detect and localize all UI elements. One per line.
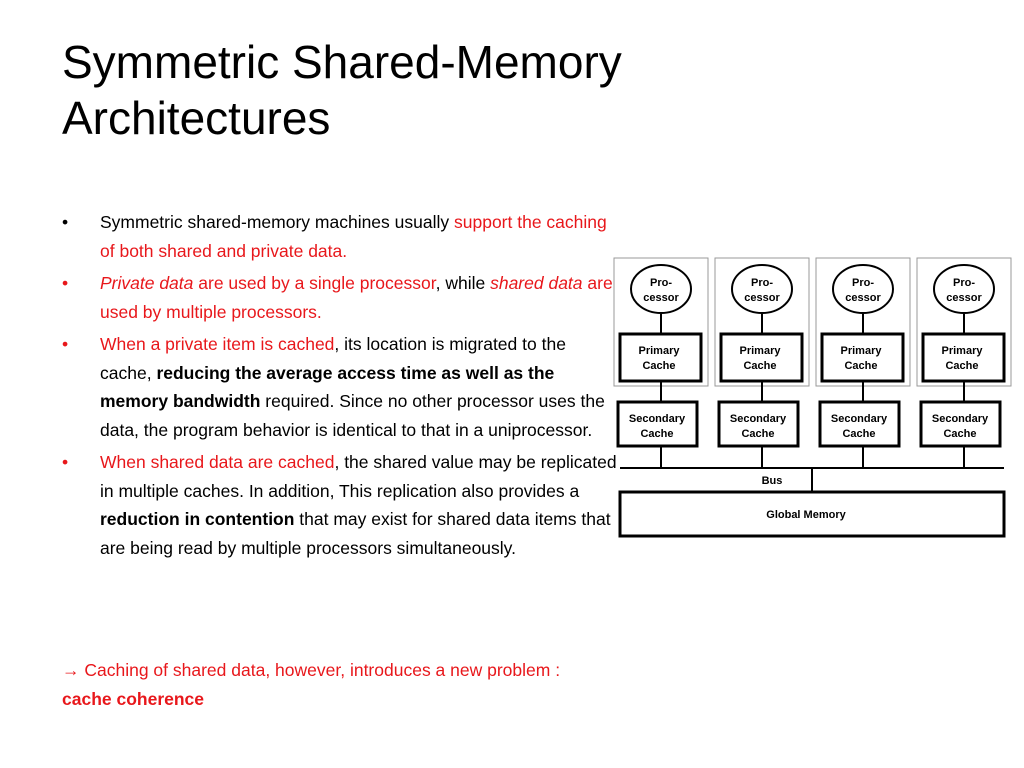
bullet-text: , while (435, 273, 491, 293)
bullet-list: • Symmetric shared-memory machines usual… (62, 208, 622, 566)
conclusion-highlight: cache coherence (62, 688, 205, 709)
title-line-1: Symmetric Shared-Memory (62, 36, 622, 88)
primary-cache-box (820, 332, 905, 383)
primary-cache-label: Primary (740, 345, 782, 357)
bullet-highlight: Private data (100, 273, 194, 293)
processor-node (832, 264, 894, 314)
processor-label: cessor (744, 292, 780, 304)
secondary-cache-box (616, 400, 699, 448)
conclusion-line: → Caching of shared data, however, intro… (62, 656, 642, 713)
bullet-bold: reduction in contention (100, 509, 295, 529)
secondary-cache-label: Cache (741, 428, 774, 440)
bullet-text: , its location is migrated to the cache, (100, 334, 566, 383)
processor-label: Pro- (953, 277, 975, 289)
bullet-item: • When a private item is cached, its loc… (62, 330, 622, 444)
secondary-cache-label: Cache (943, 428, 976, 440)
primary-cache-label: Cache (642, 360, 675, 372)
bullet-item: • Private data are used by a single proc… (62, 269, 622, 326)
bullet-marker: • (62, 212, 69, 232)
secondary-cache-label: Secondary (831, 413, 888, 425)
primary-cache-box (921, 332, 1006, 383)
bullet-highlight: When a private item is cached (100, 334, 335, 354)
bullet-item: • When shared data are cached, the share… (62, 448, 622, 562)
bullet-marker: • (62, 452, 69, 472)
bullet-bold: reducing the average access time as well… (100, 362, 555, 412)
bullet-highlight: are used by a single processor (193, 273, 436, 293)
processor-label: Pro- (751, 277, 773, 289)
conclusion-text: Caching of shared data, however, introdu… (79, 660, 561, 680)
primary-cache-label: Cache (844, 360, 877, 372)
secondary-cache-label: Secondary (629, 413, 686, 425)
global-memory-box (618, 490, 1006, 538)
secondary-cache-label: Secondary (730, 413, 787, 425)
processor-label: cessor (845, 292, 881, 304)
primary-cache-label: Cache (945, 360, 978, 372)
bullet-text: required. Since no other processor uses … (100, 391, 605, 440)
bullet-item: • Symmetric shared-memory machines usual… (62, 208, 622, 265)
bus-label: Bus (762, 475, 783, 487)
processor-node (731, 264, 793, 314)
global-memory-label: Global Memory (766, 509, 846, 521)
arrow-icon: → (62, 660, 80, 680)
bullet-highlight: are used by multiple processors. (100, 273, 613, 322)
bullet-text: Symmetric shared-memory machines usually (100, 212, 454, 232)
bullet-highlight: shared data (490, 273, 583, 293)
bullet-text: , the shared value may be replicated in … (100, 452, 617, 501)
secondary-cache-box (919, 400, 1002, 448)
bullet-text: that may exist for shared data items tha… (100, 509, 611, 558)
secondary-cache-label: Cache (640, 428, 673, 440)
primary-cache-box (618, 332, 703, 383)
processor-node (630, 264, 692, 314)
primary-cache-box (719, 332, 804, 383)
processor-label: Pro- (852, 277, 874, 289)
primary-cache-label: Primary (942, 345, 984, 357)
processor-label: cessor (946, 292, 982, 304)
secondary-cache-box (818, 400, 901, 448)
secondary-cache-box (717, 400, 800, 448)
primary-cache-label: Primary (841, 345, 883, 357)
primary-cache-label: Cache (743, 360, 776, 372)
processor-node (933, 264, 995, 314)
bullet-highlight: When shared data are cached (100, 452, 335, 472)
bullet-marker: • (62, 273, 69, 293)
processor-label: Pro- (650, 277, 672, 289)
processor-label: cessor (643, 292, 679, 304)
bullet-highlight: support the caching of both shared and p… (100, 212, 607, 261)
slide-title: Symmetric Shared-Memory Architectures (62, 34, 962, 146)
secondary-cache-label: Secondary (932, 413, 989, 425)
primary-cache-label: Primary (639, 345, 681, 357)
title-line-2: Architectures (62, 92, 331, 144)
secondary-cache-label: Cache (842, 428, 875, 440)
bullet-marker: • (62, 334, 69, 354)
